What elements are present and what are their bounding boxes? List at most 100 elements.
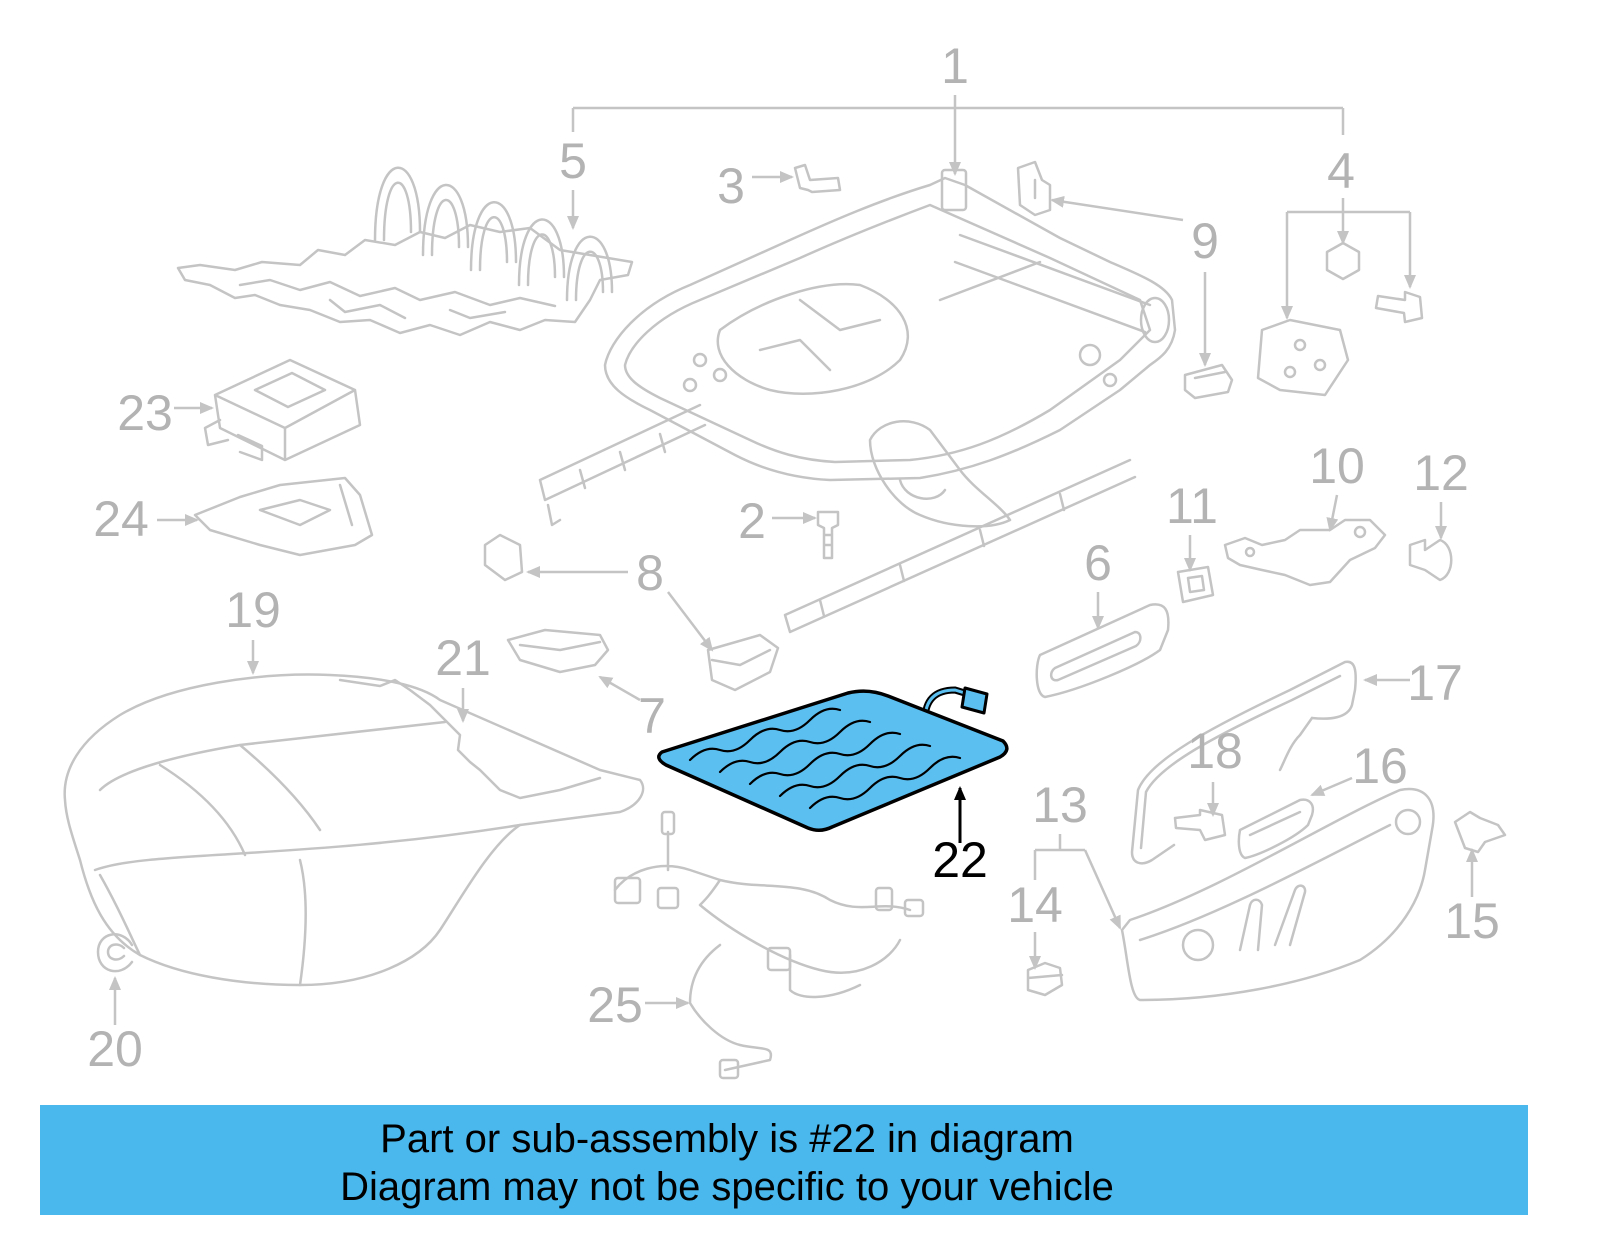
callout-6: 6 bbox=[1084, 535, 1112, 591]
frame-hinge-bracket bbox=[940, 168, 968, 212]
callout-23: 23 bbox=[117, 385, 173, 441]
bolt-18-outline bbox=[1173, 808, 1227, 842]
part-23-control-module bbox=[203, 358, 362, 462]
callout-25: 25 bbox=[587, 977, 643, 1033]
banner-line-part: Part or sub-assembly is #22 in diagram bbox=[380, 1117, 1074, 1161]
bracket-bolt bbox=[1374, 290, 1424, 324]
part-24-mounting-plate bbox=[193, 476, 374, 557]
callout-13: 13 bbox=[1032, 777, 1088, 833]
harness-connector bbox=[656, 886, 680, 910]
callout-5: 5 bbox=[559, 133, 587, 189]
part-16-knob-cover bbox=[1237, 798, 1315, 860]
part-22-seat-heater bbox=[657, 686, 1009, 832]
part-11-clip bbox=[1176, 565, 1215, 604]
part-12-push-pin bbox=[1408, 538, 1453, 582]
callout-18: 18 bbox=[1187, 723, 1243, 779]
leader-8-lower bbox=[667, 591, 714, 652]
leader-16 bbox=[1310, 776, 1353, 797]
bracket-10-hole bbox=[1244, 546, 1256, 558]
frame-hole bbox=[1078, 343, 1102, 367]
frame-roller-end bbox=[1139, 296, 1171, 344]
leader-7 bbox=[598, 675, 641, 702]
callout-8: 8 bbox=[636, 545, 664, 601]
clip-14-outline bbox=[1026, 961, 1064, 997]
knob-cover-outline bbox=[1237, 798, 1315, 860]
module-connector bbox=[203, 418, 264, 462]
pad-torn-edge bbox=[338, 678, 602, 800]
frame-left-rail bbox=[538, 403, 707, 527]
side-shield-switch bbox=[1238, 884, 1307, 952]
spring-loop-3 bbox=[469, 201, 518, 272]
callout-9: 9 bbox=[1191, 213, 1219, 269]
frame-roller-tubes bbox=[938, 233, 1152, 334]
part-21-pad bbox=[338, 678, 602, 800]
part-8-cover-lower bbox=[706, 633, 780, 692]
harness-connector bbox=[903, 898, 925, 918]
callout-17: 17 bbox=[1407, 655, 1463, 711]
heater-wire-row bbox=[778, 743, 932, 798]
leader-9-upper bbox=[1050, 195, 1184, 222]
frame-hole bbox=[692, 352, 708, 368]
hex-nut bbox=[1325, 241, 1361, 281]
mount-plate bbox=[1256, 318, 1350, 397]
cushion-seams bbox=[93, 720, 522, 987]
part-6-handle-cover bbox=[1035, 603, 1170, 699]
frame-right-rail bbox=[783, 458, 1137, 634]
bolt-3-outline bbox=[793, 163, 842, 194]
callout-3: 3 bbox=[717, 158, 745, 214]
handle-cover-slot bbox=[1049, 630, 1142, 682]
callout-19: 19 bbox=[225, 582, 281, 638]
bracket-10-outline bbox=[1223, 518, 1387, 587]
frame-hole bbox=[1102, 372, 1118, 388]
part-1-seat-frame bbox=[538, 168, 1177, 634]
mount-hole bbox=[1293, 338, 1307, 352]
module-body bbox=[213, 358, 362, 462]
spring-loop-4 bbox=[517, 218, 566, 287]
side-shield-dial bbox=[1394, 808, 1422, 836]
callout-10: 10 bbox=[1309, 438, 1365, 494]
module-label bbox=[253, 371, 327, 409]
harness-connector bbox=[660, 810, 676, 836]
leader-10 bbox=[1326, 494, 1339, 532]
cover-8-lower-outline bbox=[706, 633, 780, 692]
stopper-9-upper-outline bbox=[1016, 160, 1052, 217]
heater-wire-row bbox=[718, 719, 872, 774]
spring-loop-1 bbox=[373, 166, 422, 242]
heater-wire-row bbox=[748, 731, 902, 786]
heater-element-wires bbox=[688, 707, 962, 810]
callout-7: 7 bbox=[638, 688, 666, 744]
callout-16: 16 bbox=[1352, 738, 1408, 794]
leader-13-bracket bbox=[1033, 834, 1085, 880]
heater-connector bbox=[960, 686, 989, 715]
part-13-side-shield bbox=[1120, 787, 1435, 1002]
banner-line-disclaimer: Diagram may not be specific to your vehi… bbox=[340, 1165, 1114, 1209]
frame-panel-detail bbox=[716, 283, 910, 395]
harness-connector bbox=[613, 876, 642, 905]
leader-13 bbox=[1083, 849, 1122, 930]
part-25-wire-harness bbox=[613, 810, 925, 1080]
heater-wire-row bbox=[688, 707, 842, 762]
leader-1-bracket bbox=[571, 106, 1345, 135]
callout-4: 4 bbox=[1327, 143, 1355, 199]
part-9-stopper-lower bbox=[1183, 363, 1234, 400]
wire-frame-inner bbox=[1139, 674, 1342, 850]
part-3-bolt bbox=[793, 163, 842, 194]
clip-15-outline bbox=[1453, 810, 1507, 854]
frame-inner bbox=[623, 203, 1152, 464]
part-8-cover-upper bbox=[483, 533, 524, 582]
clip-11-outline bbox=[1176, 565, 1215, 604]
wire-frame-outer bbox=[1130, 660, 1357, 865]
callout-11: 11 bbox=[1166, 478, 1218, 534]
callout-21: 21 bbox=[435, 630, 491, 686]
callout-22-highlighted: 22 bbox=[932, 832, 988, 888]
part-2-bolt bbox=[816, 510, 840, 560]
harness-connector bbox=[766, 946, 792, 972]
spring-loop-5 bbox=[565, 235, 614, 302]
info-banner: Part or sub-assembly is #22 in diagram D… bbox=[40, 1105, 1528, 1215]
callout-2: 2 bbox=[738, 493, 766, 549]
mount-hole bbox=[1313, 358, 1327, 372]
frame-outer bbox=[603, 176, 1177, 482]
part-18-bolt bbox=[1173, 808, 1227, 842]
